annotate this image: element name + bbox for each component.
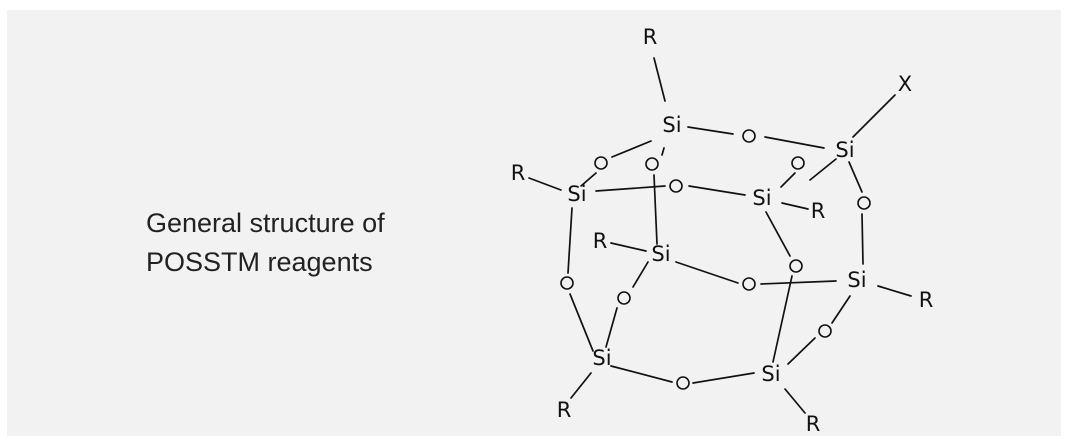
- oxygen-atom: [857, 196, 871, 210]
- bond: [570, 372, 592, 399]
- bond: [580, 172, 597, 187]
- bond: [764, 136, 825, 149]
- substituent-r: R: [811, 199, 826, 223]
- bond: [852, 94, 896, 138]
- bond: [765, 211, 791, 257]
- bond: [528, 177, 562, 191]
- bond: [760, 280, 837, 285]
- substituent-bonds: [528, 57, 912, 414]
- bond: [611, 140, 652, 158]
- silicon-atom: Si: [651, 242, 670, 266]
- bond: [809, 158, 837, 181]
- bond: [661, 147, 665, 156]
- bond: [781, 202, 809, 210]
- functional-group-x: X: [898, 72, 912, 96]
- diagram-panel: General structure of POSSTM reagents: [7, 10, 1061, 436]
- bond: [772, 275, 793, 363]
- substituent-r: R: [806, 412, 821, 436]
- bond: [831, 295, 851, 324]
- bond: [780, 172, 796, 188]
- substituent-r: R: [557, 398, 572, 422]
- caption-line-2: POSSTM reagents: [146, 247, 373, 277]
- bond: [877, 285, 912, 297]
- oxygen-atom: [742, 277, 756, 291]
- bond: [605, 307, 618, 348]
- bond: [610, 365, 673, 383]
- oxygen-atom: [645, 157, 659, 171]
- oxygen-atom: [560, 276, 574, 290]
- bond: [675, 261, 739, 284]
- silicon-atom: Si: [567, 182, 586, 206]
- diagram-caption: General structure of POSSTM reagents: [146, 204, 486, 282]
- bond: [595, 185, 666, 192]
- bond: [787, 337, 816, 365]
- bond: [567, 207, 573, 274]
- bond: [688, 185, 746, 196]
- substituent-r: R: [919, 288, 934, 312]
- bond: [848, 161, 863, 193]
- silicon-atom: Si: [752, 186, 771, 210]
- bond: [632, 261, 649, 288]
- oxygen-atoms: [560, 129, 871, 390]
- caption-line-1: General structure of: [146, 208, 385, 238]
- bond: [861, 213, 864, 265]
- siloxane-bonds: [567, 126, 864, 384]
- oxygen-atom: [791, 156, 805, 170]
- oxygen-atom: [676, 376, 690, 390]
- silicon-atoms: Si Si Si Si Si Si Si Si: [567, 113, 866, 386]
- oxygen-atom: [594, 156, 608, 170]
- silicon-atom: Si: [662, 113, 681, 137]
- oxygen-atom: [818, 324, 832, 338]
- silicon-atom: Si: [847, 268, 866, 292]
- silicon-atom: Si: [592, 346, 611, 370]
- substituent-groups: R R R R R R R X: [511, 25, 934, 436]
- silicon-atom: Si: [835, 138, 854, 162]
- bond: [569, 293, 594, 352]
- substituent-r: R: [593, 229, 608, 253]
- bond: [692, 372, 755, 384]
- oxygen-atom: [789, 259, 803, 273]
- oxygen-atom: [742, 129, 756, 143]
- bond: [610, 242, 647, 252]
- oxygen-atom: [617, 291, 631, 305]
- substituent-r: R: [643, 25, 658, 49]
- bond: [653, 57, 666, 102]
- oxygen-atom: [669, 179, 683, 193]
- substituent-r: R: [511, 161, 526, 185]
- bond: [653, 174, 658, 245]
- bond: [784, 388, 806, 414]
- silicon-atom: Si: [761, 362, 780, 386]
- bond: [687, 126, 734, 135]
